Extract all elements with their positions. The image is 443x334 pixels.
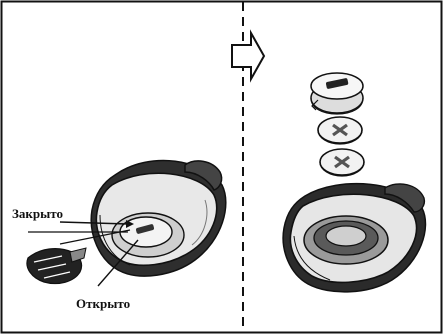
battery-cover (310, 72, 364, 115)
battery-coin-2 (319, 148, 365, 177)
open-label: Открыто (76, 296, 131, 311)
label-pointers (28, 220, 139, 287)
closed-label: Закрыто (12, 206, 63, 221)
right-arrow-icon (231, 29, 266, 83)
battery-coin-1 (317, 116, 363, 145)
key-fob-open (282, 182, 427, 293)
hand-turning-cover (26, 247, 87, 285)
key-fob-closed (90, 159, 227, 277)
